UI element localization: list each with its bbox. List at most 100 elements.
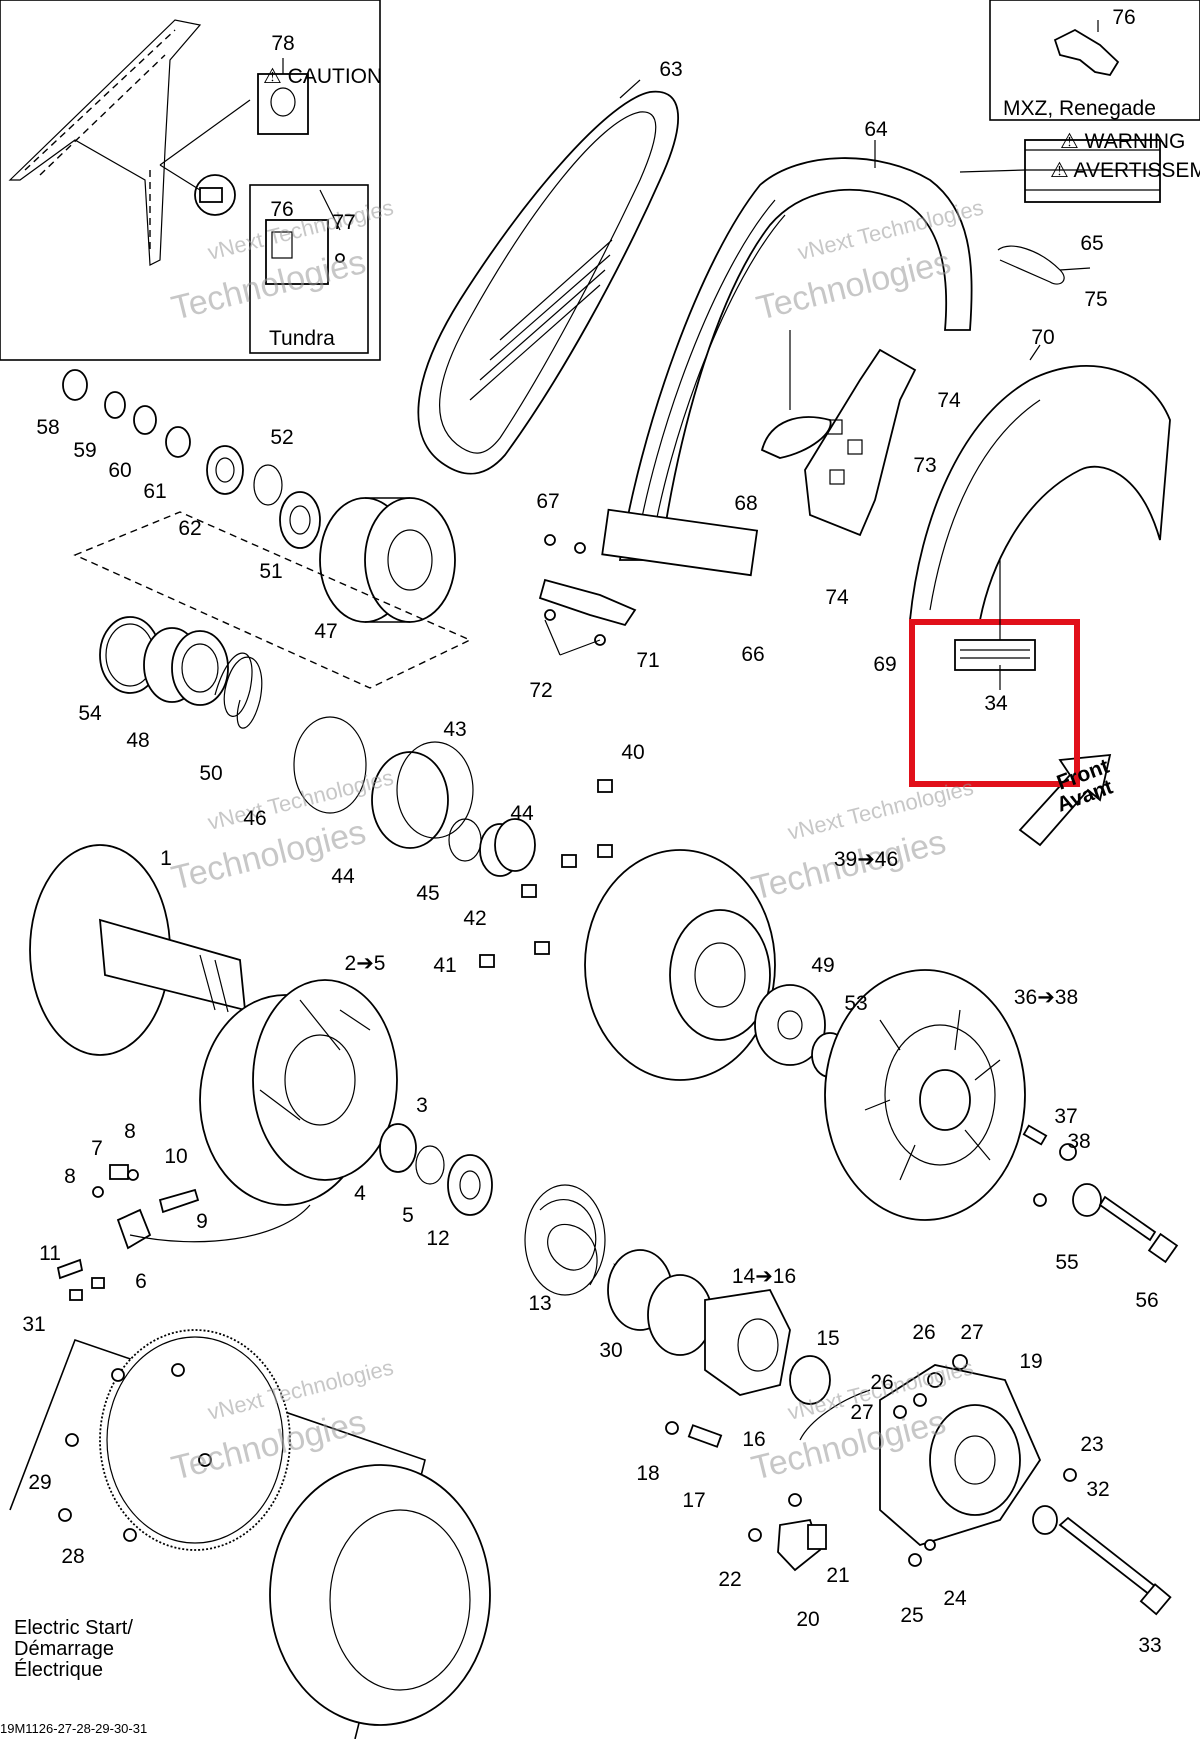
part-number-label: 8 [64, 1165, 76, 1188]
part-number-label: 65 [1080, 232, 1103, 255]
watermark: vNext Technologies [205, 765, 396, 835]
part-number-label: 25 [900, 1604, 923, 1627]
part-number-label: 13 [528, 1292, 551, 1315]
part-number-label: 61 [143, 480, 166, 503]
part-number-label: 27 [960, 1321, 983, 1344]
sliding-sheave [199, 979, 398, 1206]
part-number-label: 70 [1031, 326, 1054, 349]
caption-mxz-renegade: MXZ, Renegade [1003, 97, 1156, 120]
part-number-label: 23 [1080, 1433, 1103, 1456]
part-number-label: 10 [164, 1145, 187, 1168]
part-number-label: 75 [1084, 288, 1107, 311]
guard-pad [760, 416, 832, 459]
part-number-label: 67 [536, 490, 559, 513]
highlight-box [909, 619, 1080, 787]
drawing-code: 19M1126-27-28-29-30-31 [0, 1721, 148, 1736]
caption-tundra: Tundra [269, 327, 335, 350]
part-number-label: 2➔5 [345, 952, 386, 975]
driven-movable-sheave [824, 969, 1026, 1221]
part-number-label: 33 [1138, 1634, 1161, 1657]
part-number-label: 77 [332, 211, 355, 234]
part-number-label: 62 [178, 517, 201, 540]
part-number-label: 20 [796, 1608, 819, 1631]
part-number-label: 30 [599, 1339, 622, 1362]
decal-warning-text-fr: ⚠ AVERTISSEMENT [1050, 159, 1200, 182]
inset-frame-mxz [989, 0, 1200, 121]
watermark: Technologies [753, 243, 955, 328]
part-number-label: 78 [271, 32, 294, 55]
bolt-56 [1022, 1124, 1179, 1264]
part-number-label: 48 [126, 729, 149, 752]
warning-decal [1024, 139, 1161, 203]
part-number-label: 21 [826, 1564, 849, 1587]
part-number-label: 42 [463, 907, 486, 930]
mount-bracket [538, 534, 637, 646]
small-bolts [479, 779, 613, 968]
part-number-label: 16 [742, 1428, 765, 1451]
part-number-label: 76 [270, 198, 293, 221]
part-number-label: 39➔46 [834, 848, 898, 871]
drive-belt [417, 90, 680, 475]
part-number-label: 32 [1086, 1478, 1109, 1501]
part-number-label: 36➔38 [1014, 986, 1078, 1009]
spring-assembly [99, 616, 474, 849]
part-number-label: 34 [984, 692, 1008, 715]
part-number-label: 71 [636, 649, 659, 672]
cam-roller-parts [56, 1164, 311, 1301]
driven-fixed-sheave [584, 849, 776, 1081]
part-number-label: 5 [402, 1204, 414, 1227]
driven-pulley-hub [319, 497, 456, 623]
part-number-label: 73 [913, 454, 936, 477]
part-number-label: 4 [354, 1182, 366, 1205]
spider [665, 1289, 831, 1448]
part-number-label: 46 [243, 807, 266, 830]
decal-34 [954, 639, 1036, 671]
part-number-label: 12 [426, 1227, 449, 1250]
leader-lines [282, 58, 1091, 690]
part-number-label: 18 [636, 1462, 659, 1485]
part-number-label: 53 [844, 992, 867, 1015]
part-number-label: 63 [659, 58, 682, 81]
fixed-sheave [29, 844, 247, 1056]
part-number-label: 3 [416, 1094, 428, 1117]
part-number-label: 66 [741, 643, 764, 666]
pulley-spring [524, 1184, 713, 1356]
part-number-label: 15 [816, 1327, 839, 1350]
part-number-label: 26 [912, 1321, 935, 1344]
part-number-label: 52 [270, 426, 293, 449]
part-number-label: 59 [73, 439, 96, 462]
part-number-label: 22 [718, 1568, 741, 1591]
part-number-label: 24 [943, 1587, 967, 1610]
part-number-label: 38 [1067, 1130, 1090, 1153]
inset-frame-tundra [0, 0, 381, 361]
part-number-label: 45 [416, 882, 439, 905]
part-number-label: 47 [314, 620, 337, 643]
part-number-label: 74 [937, 389, 961, 412]
ring-gear-electric-start [9, 1329, 491, 1739]
hub-keys [748, 1493, 827, 1572]
caption-electric-start-1: Electric Start/ [14, 1617, 133, 1639]
part-number-label: 41 [433, 954, 456, 977]
support-bracket [804, 348, 917, 537]
part-number-label: 14➔16 [732, 1265, 796, 1288]
hair-pin [997, 245, 1065, 285]
bushings [448, 818, 536, 877]
part-number-label: 72 [529, 679, 552, 702]
front-arrow [1018, 753, 1112, 847]
part-number-label: 26 [870, 1371, 893, 1394]
part-number-label: 9 [196, 1210, 208, 1233]
caption-electric-start-2: Démarrage [14, 1638, 115, 1660]
part-number-label: 54 [78, 702, 102, 725]
part-number-label: 19 [1019, 1350, 1042, 1373]
part-number-label: 8 [124, 1120, 136, 1143]
part-number-label: 64 [864, 118, 888, 141]
decal-warning-text: ⚠ WARNING [1060, 130, 1185, 153]
hub-fasteners [893, 1354, 1172, 1616]
part-number-label: 31 [22, 1313, 45, 1336]
part-number-label: 7 [91, 1137, 103, 1160]
part-number-label: 51 [259, 560, 282, 583]
decal-caution-text: ⚠ CAUTION [263, 65, 382, 88]
part-number-label: 29 [28, 1471, 51, 1494]
belt-guard [601, 157, 973, 577]
